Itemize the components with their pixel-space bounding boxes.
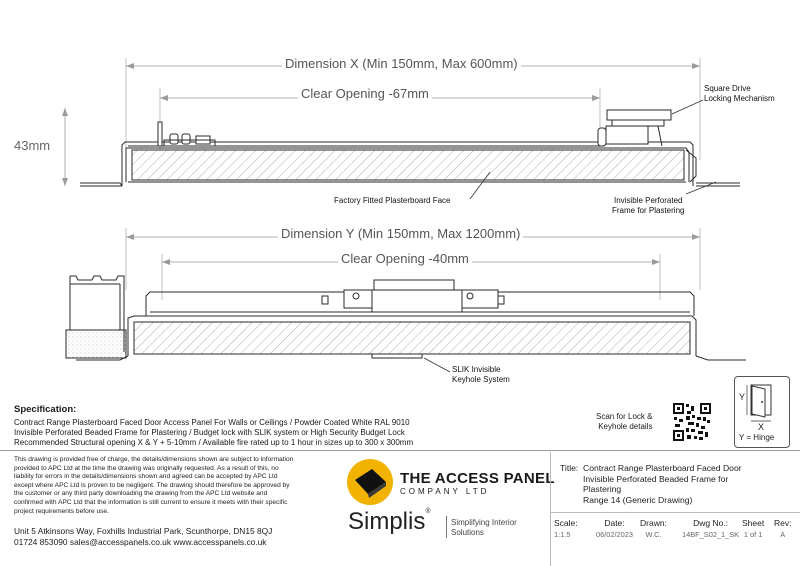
company-address: Unit 5 Atkinsons Way, Foxhills Industria… (14, 526, 272, 548)
title-line: Range 14 (Generic Drawing) (583, 494, 693, 505)
top-panel-section (80, 109, 740, 187)
field-value: 1:1.5 (554, 530, 571, 539)
disclaimer-line: liability for errors in the details/dime… (14, 473, 278, 481)
disclaimer-line: provided to APC Ltd at the time the draw… (14, 464, 279, 472)
technical-drawing (62, 58, 746, 373)
field-value: 14BF_S02_1_SK (682, 530, 740, 539)
disclaimer-line: project requirements before use. (14, 507, 109, 515)
disclaimer-line: confirmed with APC Ltd that the informat… (14, 498, 288, 506)
field-sheet: Sheet 1 of 1 (742, 518, 764, 539)
tagline-line2: Solutions (451, 527, 484, 537)
field-drawn: Drawn: W.C. (640, 518, 667, 539)
lock-note-line2: Locking Mechanism (704, 94, 775, 103)
field-label: Rev: (774, 518, 792, 528)
disclaimer: This drawing is provided free of charge,… (14, 456, 336, 516)
slik-note: SLIK Invisible Keyhole System (452, 365, 510, 385)
access-panel-logo-text: THE ACCESS PANEL COMPANY LTD (400, 470, 555, 496)
field-value: A (780, 530, 786, 539)
field-label: Dwg No.: (693, 518, 729, 528)
field-value: W.C. (645, 530, 662, 539)
lock-note: Square Drive Locking Mechanism (704, 84, 775, 104)
slik-note-line1: SLIK Invisible (452, 365, 501, 374)
door-icon (746, 384, 772, 422)
drawing-title: Contract Range Plasterboard Faced Door I… (583, 463, 795, 505)
title-line: Invisible Perforated Beaded Frame for (583, 473, 729, 484)
hinge-key: Y X Y = Hinge (734, 376, 790, 448)
field-scale: Scale: 1:1.5 (554, 518, 578, 539)
address-line1: Unit 5 Atkinsons Way, Foxhills Industria… (14, 526, 273, 536)
hinge-x-label: X (758, 422, 765, 432)
title-line: Plastering (583, 484, 622, 494)
address-line2[interactable]: 01724 853090 sales@accesspanels.co.uk ww… (14, 537, 267, 547)
dimension-x-line (125, 58, 701, 160)
field-dwg-no: Dwg No.: 14BF_S02_1_SK (682, 518, 739, 539)
simplis-wordmark: Simplis (348, 508, 426, 535)
simplis-logo: Simplis® (348, 508, 431, 536)
simplis-tagline: Simplifying Interior Solutions (451, 518, 517, 537)
clear-opening-bottom-label: Clear Opening -40mm (338, 251, 472, 266)
spec-line: Invisible Perforated Beaded Frame for Pl… (14, 428, 405, 437)
company-name: THE ACCESS PANEL (400, 470, 555, 487)
face-leader (469, 171, 491, 200)
frame-leader (685, 181, 717, 195)
lock-note-line1: Square Drive (704, 84, 751, 93)
hinge-y-label: Y (739, 392, 746, 402)
disclaimer-line: This drawing is provided free of charge,… (14, 456, 294, 463)
company-sub: COMPANY LTD (400, 487, 490, 496)
field-value: 06/02/2023 (596, 530, 633, 539)
disclaimer-line: the customer or any third party download… (14, 490, 268, 498)
clear-opening-top-label: Clear Opening -67mm (298, 86, 432, 101)
slik-note-line2: Keyhole System (452, 375, 510, 384)
tagline-line1: Simplifying Interior (451, 518, 517, 527)
lock-leader (671, 99, 704, 115)
disclaimer-line: except where APC Ltd is proven to be neg… (14, 481, 290, 489)
qr-code[interactable] (672, 402, 712, 442)
spec-heading: Specification: (14, 404, 77, 415)
field-label: Scale: (554, 518, 578, 528)
field-label: Drawn: (640, 518, 667, 528)
dimension-x-label: Dimension X (Min 150mm, Max 600mm) (282, 56, 521, 71)
title-line: Contract Range Plasterboard Faced Door (583, 463, 742, 473)
height-dimension (62, 108, 68, 186)
spec-line: Contract Range Plasterboard Faced Door A… (14, 418, 410, 427)
field-rev: Rev: A (774, 518, 791, 539)
field-value: 1 of 1 (743, 530, 763, 539)
spec-line: Recommended Structural opening X & Y + 5… (14, 438, 414, 447)
wall-stud (65, 275, 127, 359)
frame-note-line2: Frame for Plastering (612, 206, 685, 215)
scan-line1: Scan for Lock & (596, 412, 653, 421)
dimension-y-label: Dimension Y (Min 150mm, Max 1200mm) (278, 226, 524, 241)
title-label: Title: (560, 463, 579, 473)
slik-leader (423, 357, 451, 373)
frame-note-line1: Invisible Perforated (613, 196, 683, 205)
height-label: 43mm (14, 138, 51, 153)
registered-mark: ® (425, 508, 431, 515)
face-note: Factory Fitted Plasterboard Face (334, 196, 451, 205)
specification: Specification: Contract Range Plasterboa… (14, 404, 413, 448)
hinge-caption: Y = Hinge (739, 433, 775, 442)
frame-note: Invisible Perforated Frame for Plasterin… (612, 196, 684, 216)
field-date: Date: 06/02/2023 (596, 518, 633, 539)
bottom-panel-section (76, 279, 746, 361)
field-label: Sheet (742, 518, 765, 528)
access-panel-logo-icon (347, 459, 393, 505)
scan-note: Scan for Lock & Keyhole details (596, 412, 652, 432)
field-label: Date: (604, 518, 625, 528)
scan-line2: Keyhole details (598, 422, 653, 431)
